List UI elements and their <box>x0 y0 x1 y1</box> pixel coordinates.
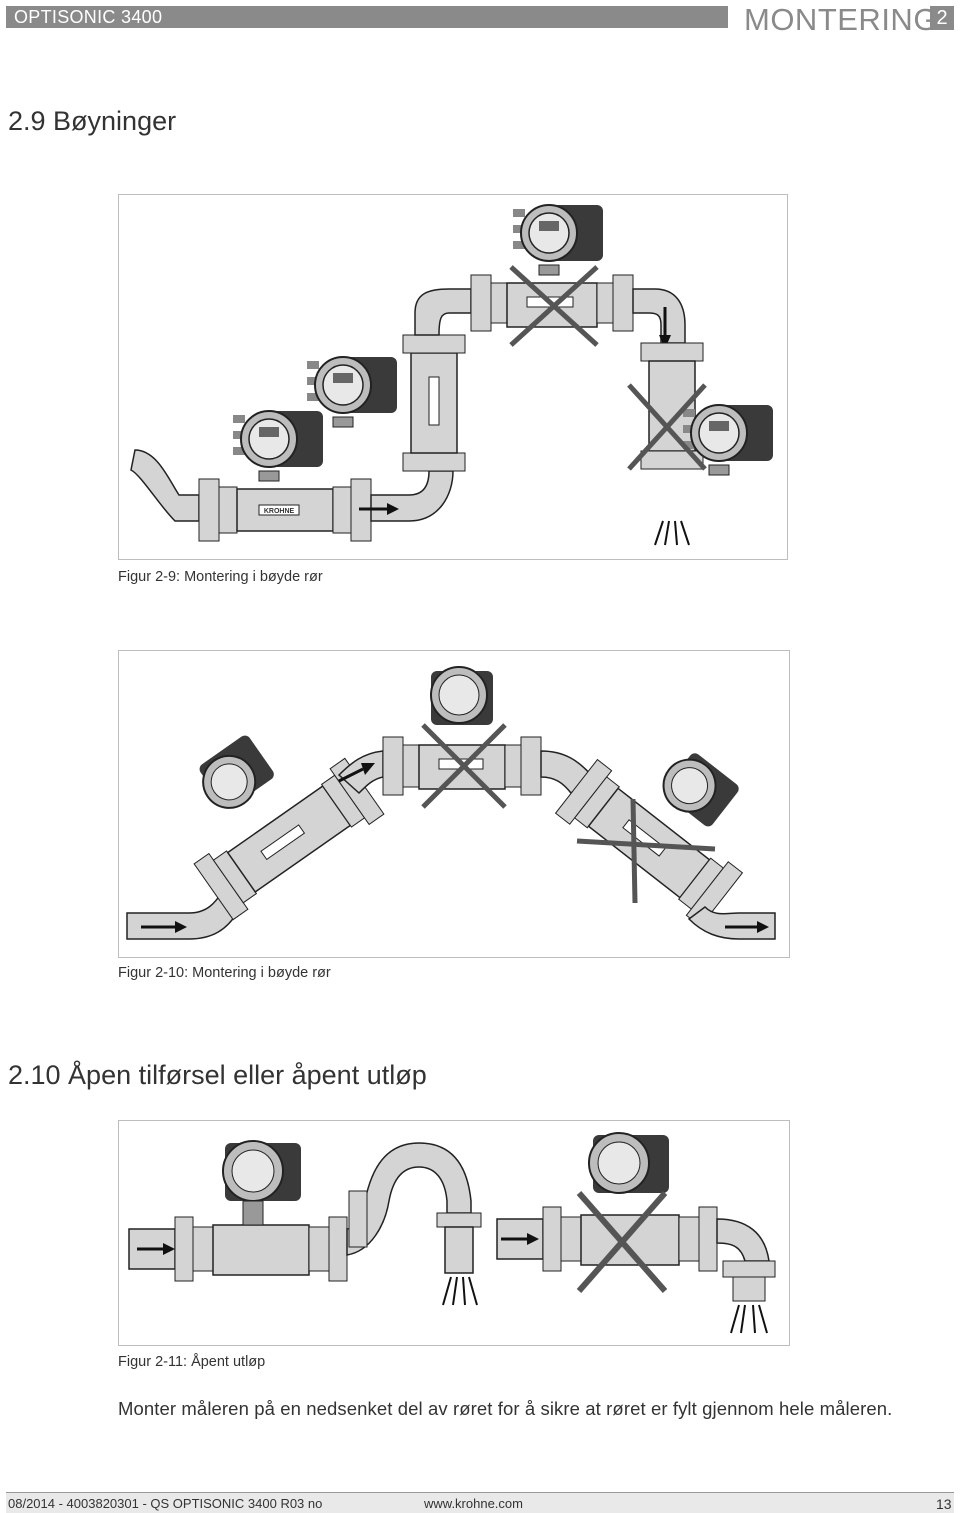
krohne-label: KROHNE <box>264 508 295 515</box>
footer-bar <box>6 1492 954 1513</box>
header-section-number: 2 <box>930 6 954 30</box>
header-section-title: MONTERING <box>744 2 938 37</box>
figure-2-11-caption: Figur 2-11: Åpent utløp <box>118 1354 266 1370</box>
figure-2-10 <box>118 650 790 958</box>
body-paragraph: Monter måleren på en nedsenket del av rø… <box>118 1398 893 1419</box>
section-heading-2-9: 2.9 Bøyninger <box>8 106 177 136</box>
figure-2-11-illustration <box>128 1132 776 1334</box>
figure-2-9: KROHNE <box>118 194 788 560</box>
footer-website-link[interactable]: www.krohne.com <box>424 1496 523 1511</box>
header-bar <box>6 6 954 28</box>
footer-page-number: 13 <box>936 1496 952 1512</box>
header-section-area <box>728 0 954 36</box>
figure-2-10-illustration <box>126 666 776 940</box>
section-heading-2-10: 2.10 Åpen tilførsel eller åpent utløp <box>8 1060 427 1090</box>
figure-2-9-illustration: KROHNE <box>130 204 774 546</box>
footer-document-ref: 08/2014 - 4003820301 - QS OPTISONIC 3400… <box>8 1496 323 1511</box>
figure-2-11 <box>118 1120 790 1346</box>
figure-2-10-caption: Figur 2-10: Montering i bøyde rør <box>118 965 331 981</box>
header-product-name: OPTISONIC 3400 <box>14 7 163 27</box>
figure-2-9-caption: Figur 2-9: Montering i bøyde rør <box>118 569 323 585</box>
